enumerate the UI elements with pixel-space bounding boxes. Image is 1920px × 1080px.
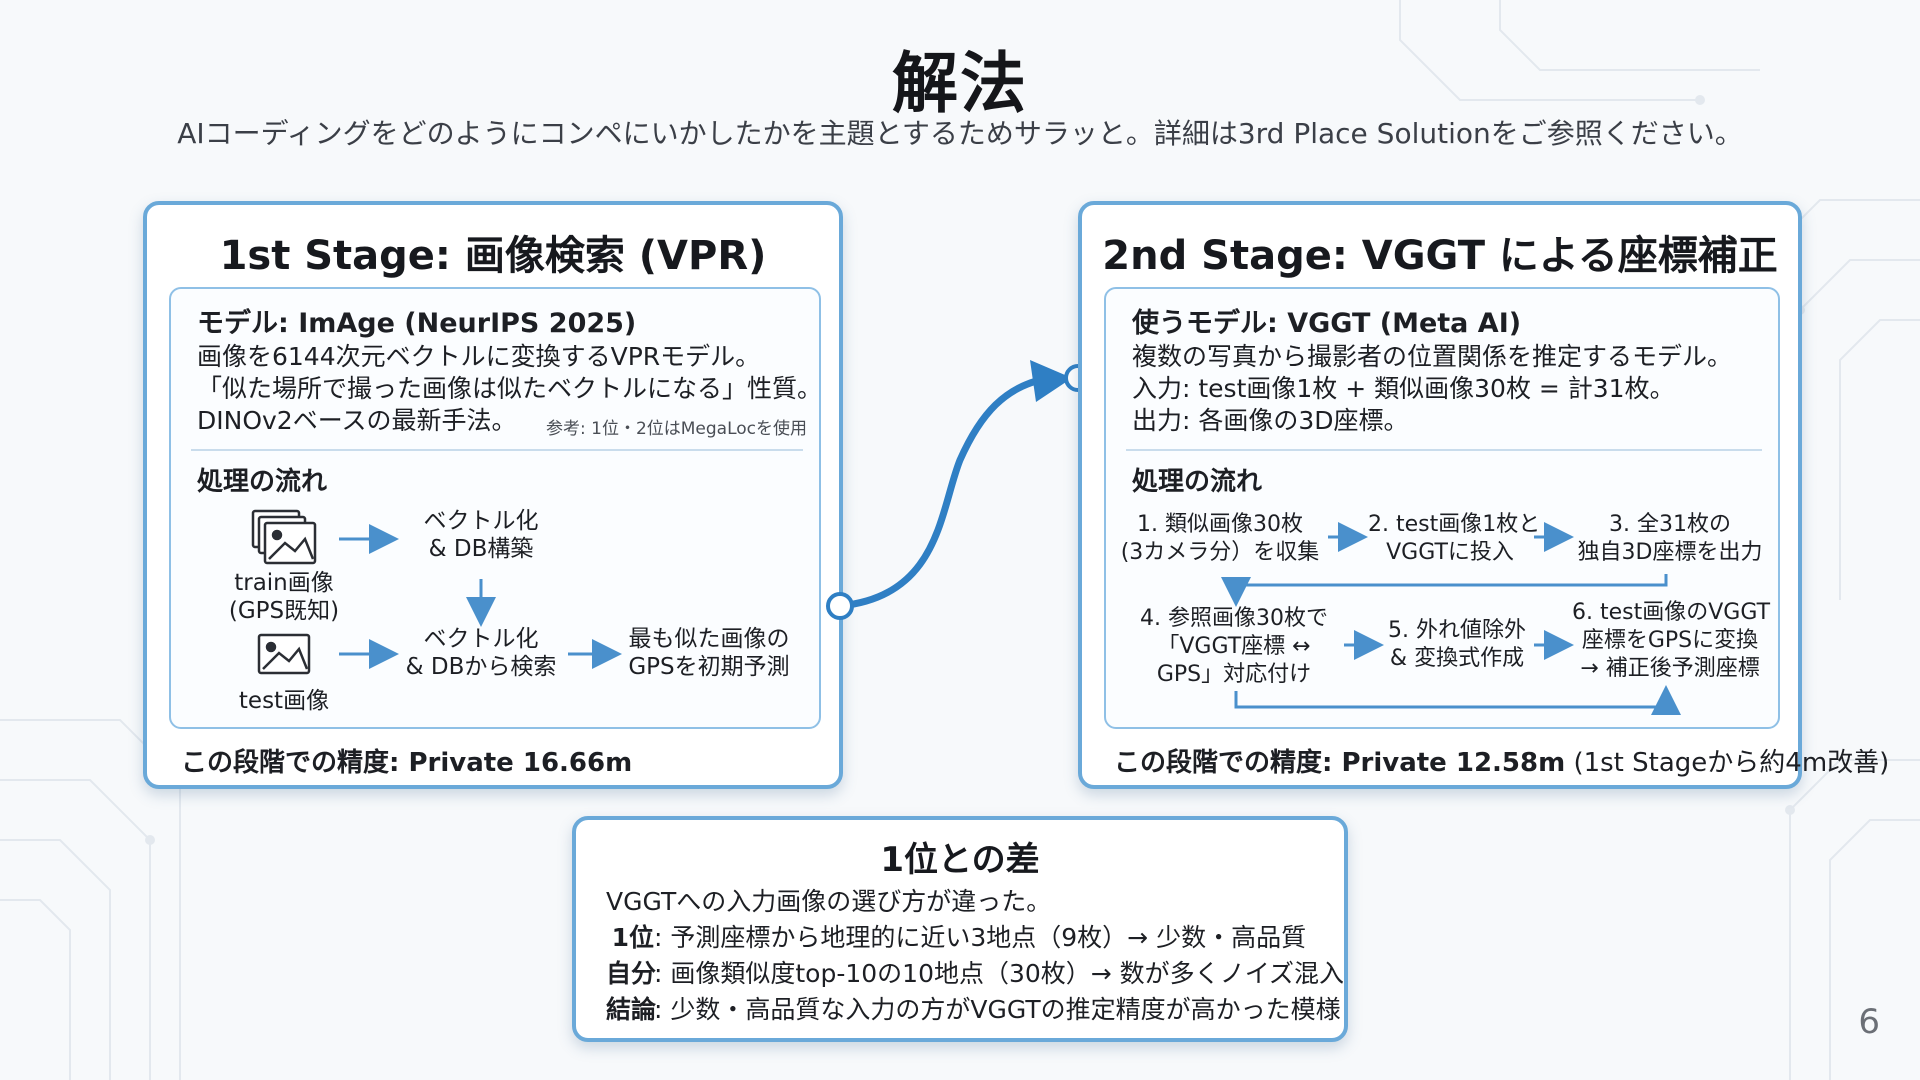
diff-lead: VGGTへの入力画像の選び方が違った。 <box>606 887 1052 916</box>
diff-row-label: 1位 <box>611 923 654 952</box>
diff-row: 結論: 少数・高品質な入力の方がVGGTの推定精度が高かった模様 <box>606 990 1341 1026</box>
page-number: 6 <box>1858 1002 1880 1042</box>
vectorize-db-search: ベクトル化 & DBから検索 <box>405 626 557 680</box>
diff-title: 1位との差 <box>880 840 1040 880</box>
train-image-icon <box>251 509 317 565</box>
flow-step-3: 3. 全31枚の 独自3D座標を出力 <box>1577 512 1763 565</box>
stage1-title: 1st Stage: 画像検索 (VPR) <box>219 233 767 279</box>
stage2-accuracy-value: この段階での精度: Private 12.58m <box>1114 748 1566 778</box>
arrow-step4-to-step6 <box>1234 685 1681 715</box>
stage2-model-line: 入力: test画像1枚 + 類似画像30枚 = 計31枚。 <box>1132 374 1675 403</box>
stage1-flow-heading: 処理の流れ <box>197 467 328 497</box>
diff-row: 自分: 画像類似度top-10の10地点（30枚）→ 数が多くノイズ混入 <box>606 954 1344 990</box>
stage1-note: 参考: 1位・2位はMegaLocを使用 <box>546 419 808 439</box>
stage1-accuracy: この段階での精度: Private 16.66m <box>181 748 633 778</box>
stage1-panel: 1st Stage: 画像検索 (VPR) モデル: ImAge (NeurIP… <box>143 201 843 789</box>
diff-row-text: : 予測座標から地理的に近い3地点（9枚）→ 少数・高品質 <box>654 923 1307 952</box>
initial-prediction: 最も似た画像の GPSを初期予測 <box>628 626 790 680</box>
stage2-model-line: 複数の写真から撮影者の位置関係を推定するモデル。 <box>1132 342 1733 371</box>
arrow-step3-to-step4 <box>1221 574 1668 607</box>
flow-step-4: 4. 参照画像30枚で 「VGGT座標 ↔ GPS」対応付け <box>1140 606 1328 687</box>
diff-row-text: : 画像類似度top-10の10地点（30枚）→ 数が多くノイズ混入 <box>654 959 1344 988</box>
stage1-model-line: 画像を6144次元ベクトルに変換するVPRモデル。 <box>197 342 761 371</box>
stage2-flow-heading: 処理の流れ <box>1132 467 1263 497</box>
stage1-model-line: DINOv2ベースの最新手法。 <box>197 406 517 435</box>
stage1-model-heading: モデル: ImAge (NeurIPS 2025) <box>197 308 637 339</box>
diff-row-label: 結論 <box>606 995 657 1024</box>
vectorize-db-build: ベクトル化 & DB構築 <box>423 508 539 562</box>
stage2-model-heading: 使うモデル: VGGT (Meta AI) <box>1132 308 1522 339</box>
stage2-inner-box: 使うモデル: VGGT (Meta AI) 複数の写真から撮影者の位置関係を推定… <box>1104 287 1780 729</box>
diff-row-text: : 少数・高品質な入力の方がVGGTの推定精度が高かった模様 <box>654 995 1341 1024</box>
test-image-icon <box>257 633 311 675</box>
train-image-label: train画像 (GPS既知) <box>228 570 340 624</box>
diff-row-label: 自分 <box>606 959 657 988</box>
stage2-panel: 2nd Stage: VGGT による座標補正 使うモデル: VGGT (Met… <box>1078 201 1889 789</box>
stage2-divider <box>1126 449 1762 451</box>
slide-subtitle: AIコーディングをどのようにコンペにいかしたかを主題とするためサラッと。詳細は3… <box>177 117 1743 150</box>
flow-step-2: 2. test画像1枚と VGGTに投入 <box>1368 512 1541 565</box>
slide-title: 解法 <box>892 45 1028 122</box>
stage-connector <box>826 360 1090 620</box>
stage2-title: 2nd Stage: VGGT による座標補正 <box>1102 233 1778 279</box>
diff-panel: 1位との差 VGGTへの入力画像の選び方が違った。 1位: 予測座標から地理的に… <box>572 816 1348 1042</box>
stage1-inner-box: モデル: ImAge (NeurIPS 2025) 画像を6144次元ベクトルに… <box>169 287 823 729</box>
flow-step-5: 5. 外れ値除外 & 変換式作成 <box>1388 618 1526 671</box>
stage2-flow-diagram <box>1221 522 1681 715</box>
test-image-label: test画像 <box>238 688 330 714</box>
stage1-flow-diagram <box>251 509 622 675</box>
stage1-divider <box>191 449 803 451</box>
flow-step-1: 1. 類似画像30枚 (3カメラ分）を収集 <box>1120 512 1320 565</box>
diff-row: 1位: 予測座標から地理的に近い3地点（9枚）→ 少数・高品質 <box>606 918 1306 954</box>
stage2-model-line: 出力: 各画像の3D座標。 <box>1132 406 1409 435</box>
stage1-model-line: 「似た場所で撮った画像は似たベクトルになる」性質。 <box>197 374 823 403</box>
flow-step-6: 6. test画像のVGGT 座標をGPSに変換 → 補正後予測座標 <box>1572 600 1771 681</box>
stage2-accuracy-note: (1st Stageから約4m改善) <box>1573 748 1890 778</box>
stage2-accuracy: この段階での精度: Private 12.58m (1st Stageから約4m… <box>1114 742 1889 779</box>
